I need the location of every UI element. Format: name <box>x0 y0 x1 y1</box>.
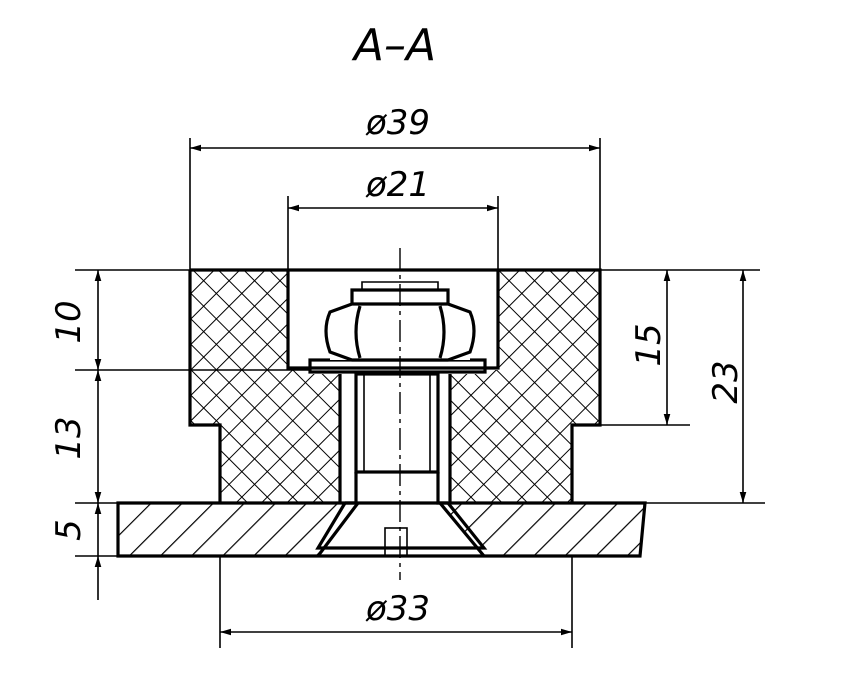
dim-left-middle-height: 13 <box>49 416 89 459</box>
bolt <box>315 372 488 550</box>
washer <box>308 358 487 374</box>
dim-top-inner-diameter: ø21 <box>365 165 430 205</box>
elastic-element <box>188 268 602 503</box>
dimension-lines <box>94 144 747 636</box>
dim-left-upper-height: 10 <box>49 300 89 343</box>
dim-right-total-height: 23 <box>706 360 746 403</box>
dim-right-inner-height: 15 <box>629 323 669 366</box>
dim-left-base-height: 5 <box>49 519 89 541</box>
section-title: A–A <box>351 20 436 71</box>
extension-lines <box>75 138 765 648</box>
dim-top-outer-diameter: ø39 <box>365 103 430 143</box>
dim-bottom-diameter: ø33 <box>365 589 430 629</box>
